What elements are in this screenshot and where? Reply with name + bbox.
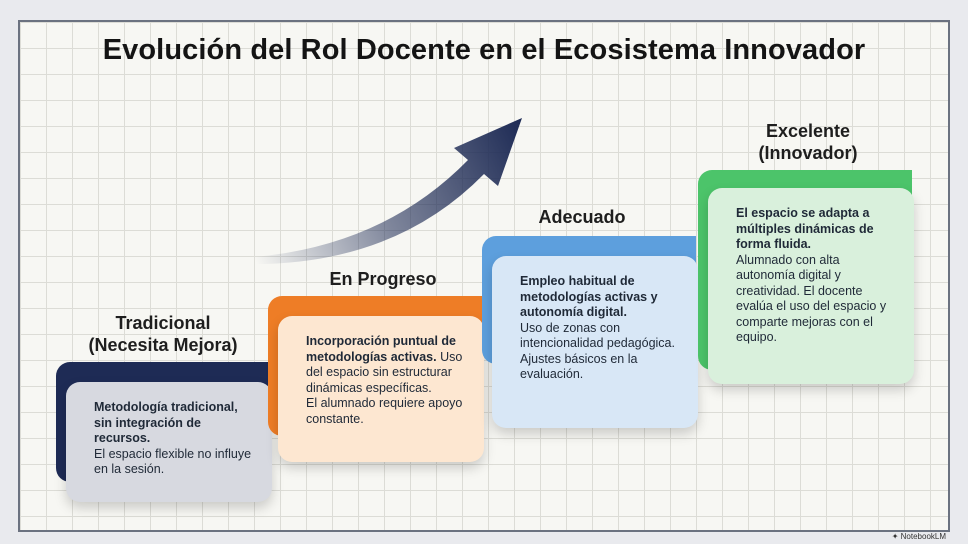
sparkle-icon: ✦ bbox=[891, 532, 901, 541]
stage-title-line: Adecuado bbox=[538, 207, 626, 227]
watermark-text: NotebookLM bbox=[900, 532, 946, 541]
stage-card: Metodología tradicional, sin integración… bbox=[66, 382, 272, 502]
stage-title: Excelente (Innovador) bbox=[698, 120, 918, 164]
stage-title: Adecuado bbox=[482, 206, 682, 228]
stage-bold-text: El espacio se adapta a múltiples dinámic… bbox=[736, 206, 874, 251]
stage-text: Uso del espacio sin estructurar dinámica… bbox=[306, 349, 463, 395]
stage-text: El alumnado requiere apoyo constante. bbox=[306, 396, 463, 426]
stage-title-line: En Progreso bbox=[329, 269, 437, 289]
stage-card: Empleo habitual de metodologías activas … bbox=[492, 256, 698, 428]
stage-text: Ajustes básicos en la evaluación. bbox=[520, 351, 638, 382]
stage-title-line: (Necesita Mejora) bbox=[88, 335, 238, 355]
stage-bold-text: Incorporación puntual de metodologías ac… bbox=[306, 334, 457, 364]
stage-title: Tradicional (Necesita Mejora) bbox=[56, 312, 270, 356]
stage-bold-text: Metodología tradicional, sin integración… bbox=[94, 400, 238, 445]
stage-title-line: Excelente bbox=[765, 121, 851, 141]
stage-title-line: (Innovador) bbox=[758, 143, 858, 163]
stage-card: El espacio se adapta a múltiples dinámic… bbox=[708, 188, 914, 384]
stage-card: Incorporación puntual de metodologías ac… bbox=[278, 316, 484, 462]
stage-text: El espacio flexible no influye en la ses… bbox=[94, 446, 252, 477]
stage-text: Uso de zonas con intencionalidad pedagóg… bbox=[520, 320, 675, 351]
stage-title: En Progreso bbox=[268, 268, 498, 290]
stage-text: Alumnado con alta autonomía digital y cr… bbox=[736, 252, 887, 345]
stage-bold-text: Empleo habitual de metodologías activas … bbox=[520, 274, 658, 319]
diagram-title: Evolución del Rol Docente en el Ecosiste… bbox=[102, 34, 866, 66]
watermark: ✦ NotebookLM bbox=[892, 532, 946, 541]
stage-title-line: Tradicional bbox=[115, 313, 211, 333]
